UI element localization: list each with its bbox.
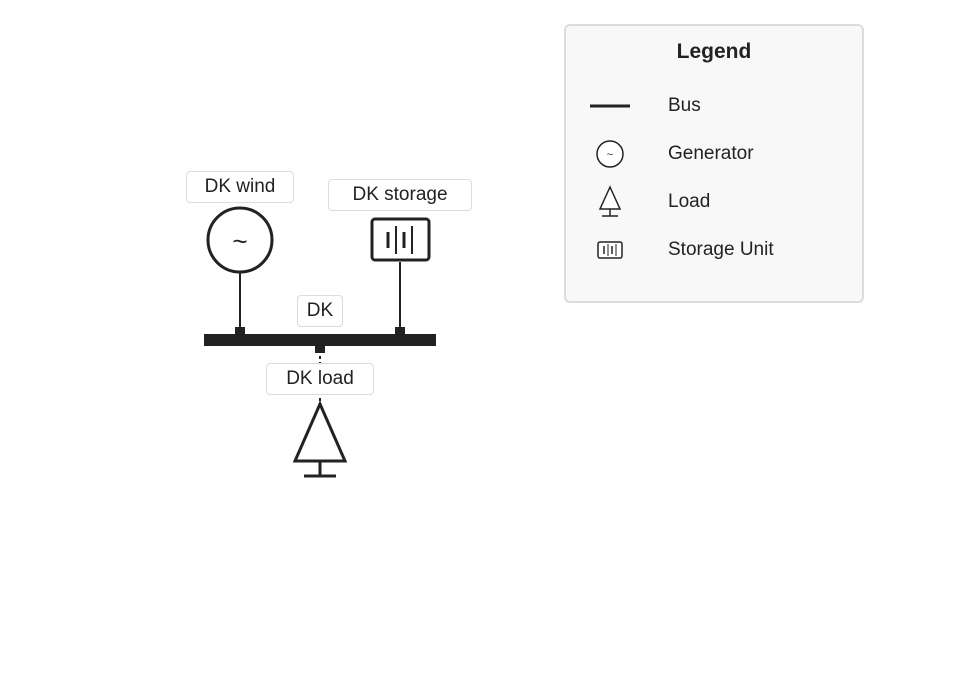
legend-item-bus: Bus [586, 89, 846, 123]
legend-panel: Legend Bus ~ Generator Load Storage Unit [564, 24, 864, 303]
storage-unit-icon[interactable] [370, 217, 431, 262]
generator-label: DK wind [186, 171, 294, 203]
generator-icon: ~ [596, 140, 624, 168]
generator-icon[interactable]: ~ [206, 206, 274, 274]
legend-item-label: Storage Unit [668, 239, 774, 260]
load-icon [598, 185, 622, 217]
storage-connection-node [395, 327, 405, 335]
bus-line-icon [590, 104, 630, 108]
legend-item-label: Load [668, 191, 711, 212]
svg-text:~: ~ [607, 149, 613, 161]
load-connection-node [315, 345, 325, 353]
storage-label: DK storage [328, 179, 472, 211]
legend-item-label: Generator [668, 143, 754, 164]
legend-item-storage-unit: Storage Unit [586, 233, 846, 267]
generator-connection-node [235, 327, 245, 335]
storage-unit-icon [597, 241, 623, 259]
load-icon[interactable] [292, 400, 348, 478]
bus-bar[interactable] [204, 334, 436, 346]
legend-item-load: Load [586, 185, 846, 219]
load-label: DK load [266, 363, 374, 395]
legend-item-label: Bus [668, 95, 701, 116]
legend-title: Legend [676, 40, 752, 63]
legend-item-generator: ~ Generator [586, 137, 846, 171]
generator-symbol: ~ [232, 226, 247, 256]
bus-label: DK [297, 295, 343, 327]
